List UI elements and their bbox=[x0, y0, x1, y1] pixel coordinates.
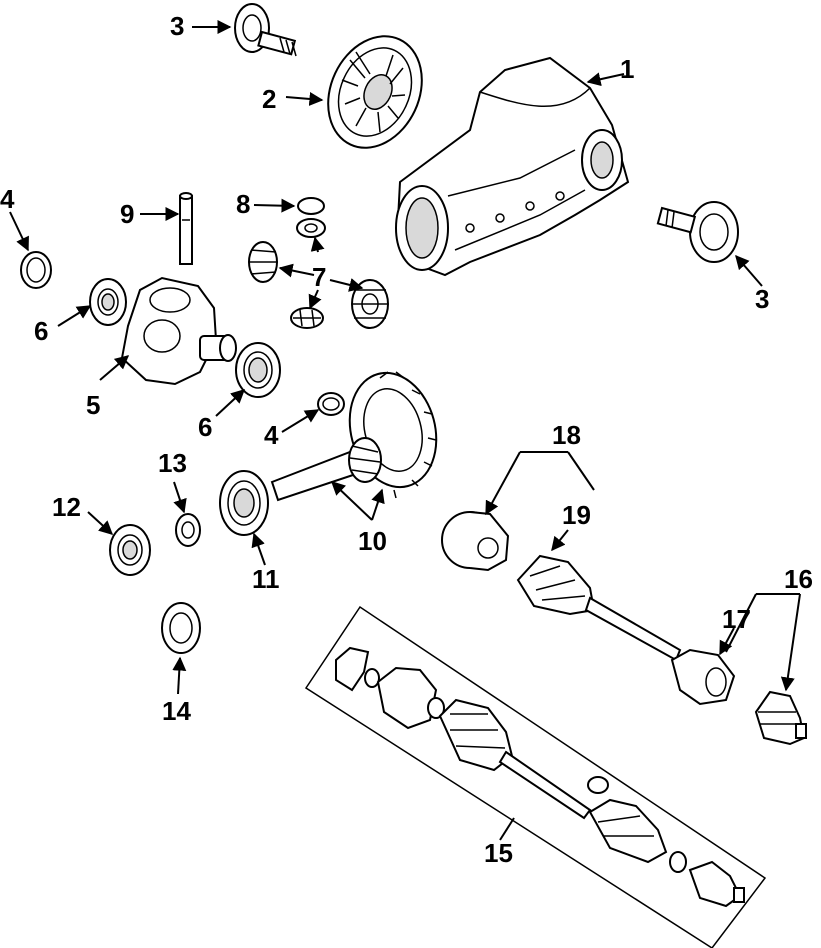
part-3-output-flange-right bbox=[656, 201, 739, 263]
callout-18: 18 bbox=[552, 420, 581, 450]
leader-lines bbox=[9, 20, 801, 841]
part-4-seal-center bbox=[317, 392, 345, 416]
callout-labels: 1 2 3 3 4 4 5 6 6 7 8 9 10 11 12 13 14 1… bbox=[0, 11, 813, 868]
callout-17: 17 bbox=[722, 604, 751, 634]
callout-19: 19 bbox=[562, 500, 591, 530]
callout-6-left: 6 bbox=[34, 316, 48, 346]
part-7-differential-gears bbox=[248, 241, 389, 329]
callout-2: 2 bbox=[262, 84, 276, 114]
part-8-thrust-washer bbox=[296, 197, 326, 238]
callout-10: 10 bbox=[358, 526, 387, 556]
callout-16: 16 bbox=[784, 564, 813, 594]
part-6-bearing-left bbox=[89, 278, 127, 326]
part-1-carrier-housing bbox=[395, 56, 630, 277]
part-19-axle-shaft-assembly bbox=[516, 554, 736, 706]
callout-15: 15 bbox=[484, 838, 513, 868]
callout-14: 14 bbox=[162, 696, 191, 726]
part-6-bearing-right bbox=[235, 342, 281, 398]
callout-8: 8 bbox=[236, 189, 250, 219]
callout-5: 5 bbox=[86, 390, 100, 420]
part-11-pinion-bearing bbox=[219, 470, 269, 536]
part-4-seal-left bbox=[20, 251, 52, 289]
callout-3-top: 3 bbox=[170, 11, 184, 41]
part-16-cv-boot bbox=[754, 690, 807, 746]
part-2-side-cover bbox=[327, 35, 423, 149]
callout-12: 12 bbox=[52, 492, 81, 522]
part-15-half-shaft-kit bbox=[304, 605, 767, 948]
part-5-differential-case bbox=[120, 276, 237, 386]
callout-3-right: 3 bbox=[755, 284, 769, 314]
part-14-pinion-seal bbox=[161, 602, 201, 654]
callout-4-left: 4 bbox=[0, 184, 15, 214]
callout-4-center: 4 bbox=[264, 420, 279, 450]
part-13-crush-sleeve bbox=[175, 513, 201, 547]
callout-9: 9 bbox=[120, 199, 134, 229]
callout-11: 11 bbox=[252, 564, 280, 594]
part-18-cv-joint bbox=[441, 511, 510, 572]
callout-1: 1 bbox=[620, 54, 634, 84]
part-3-output-flange-top bbox=[234, 3, 297, 57]
part-10-ring-and-pinion bbox=[270, 371, 438, 502]
callout-13: 13 bbox=[158, 448, 187, 478]
callout-7: 7 bbox=[312, 262, 326, 292]
callout-6-right: 6 bbox=[198, 412, 212, 442]
part-12-bearing bbox=[109, 524, 151, 576]
part-9-cross-pin bbox=[179, 192, 193, 265]
